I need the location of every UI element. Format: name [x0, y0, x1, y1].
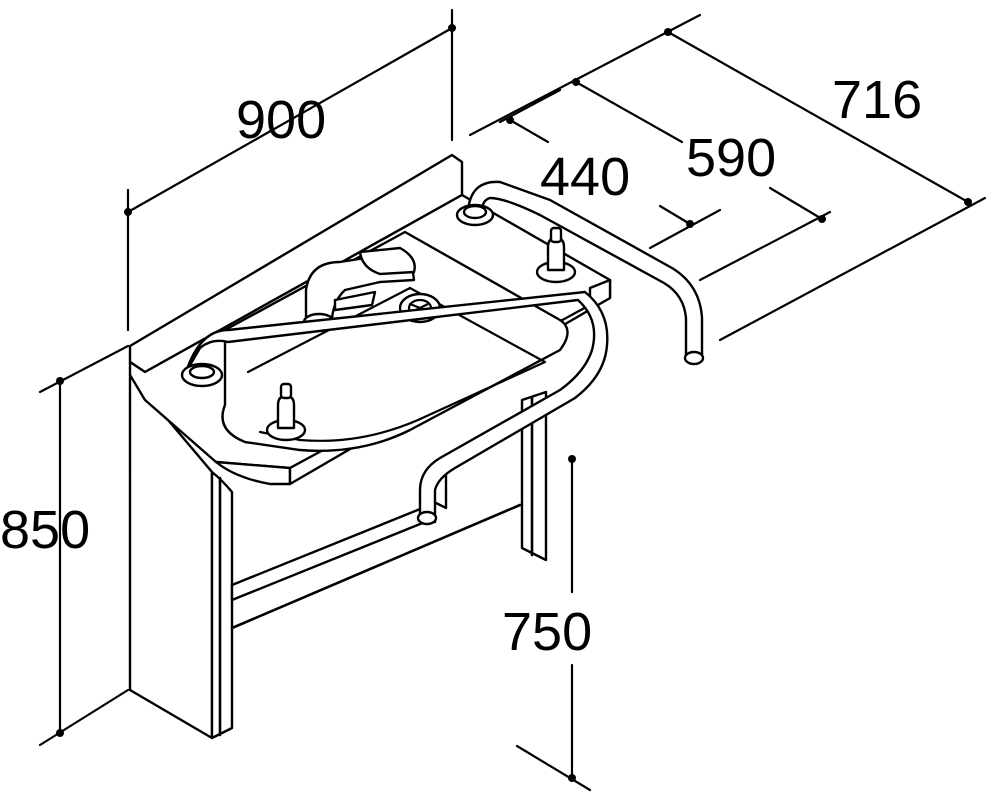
dim-height-under-label: 750 — [502, 602, 592, 662]
dim-height-total-label: 850 — [0, 500, 90, 560]
soap-dispenser-right — [535, 226, 577, 284]
soap-dispenser-left — [265, 382, 307, 442]
dim-depth-inner-label: 440 — [540, 147, 630, 207]
dimension-lines — [38, 8, 987, 792]
dim-width-label: 900 — [236, 90, 326, 150]
dim-depth-total-label: 716 — [832, 70, 922, 130]
grab-bar — [180, 180, 705, 526]
dim-depth-mid-label: 590 — [686, 128, 776, 188]
faucet — [302, 246, 416, 332]
